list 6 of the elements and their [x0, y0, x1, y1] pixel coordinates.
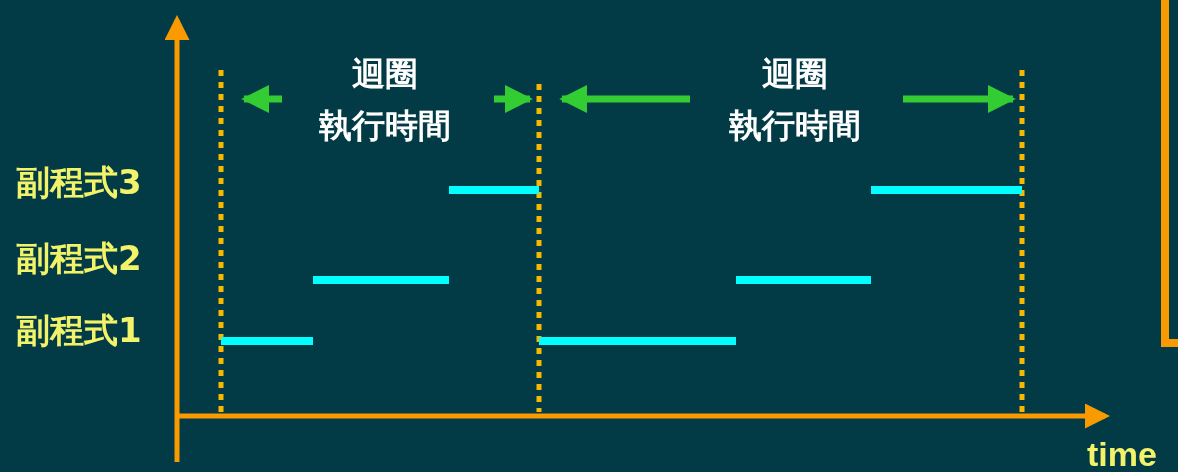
- span-label: 迴圈執行時間: [728, 53, 862, 147]
- row-label: 副程式3: [16, 162, 142, 202]
- row-label: 副程式1: [16, 310, 142, 350]
- axis-label: time: [1087, 434, 1157, 472]
- row-label: 副程式2: [16, 238, 142, 278]
- span-label: 迴圈執行時間: [318, 53, 452, 147]
